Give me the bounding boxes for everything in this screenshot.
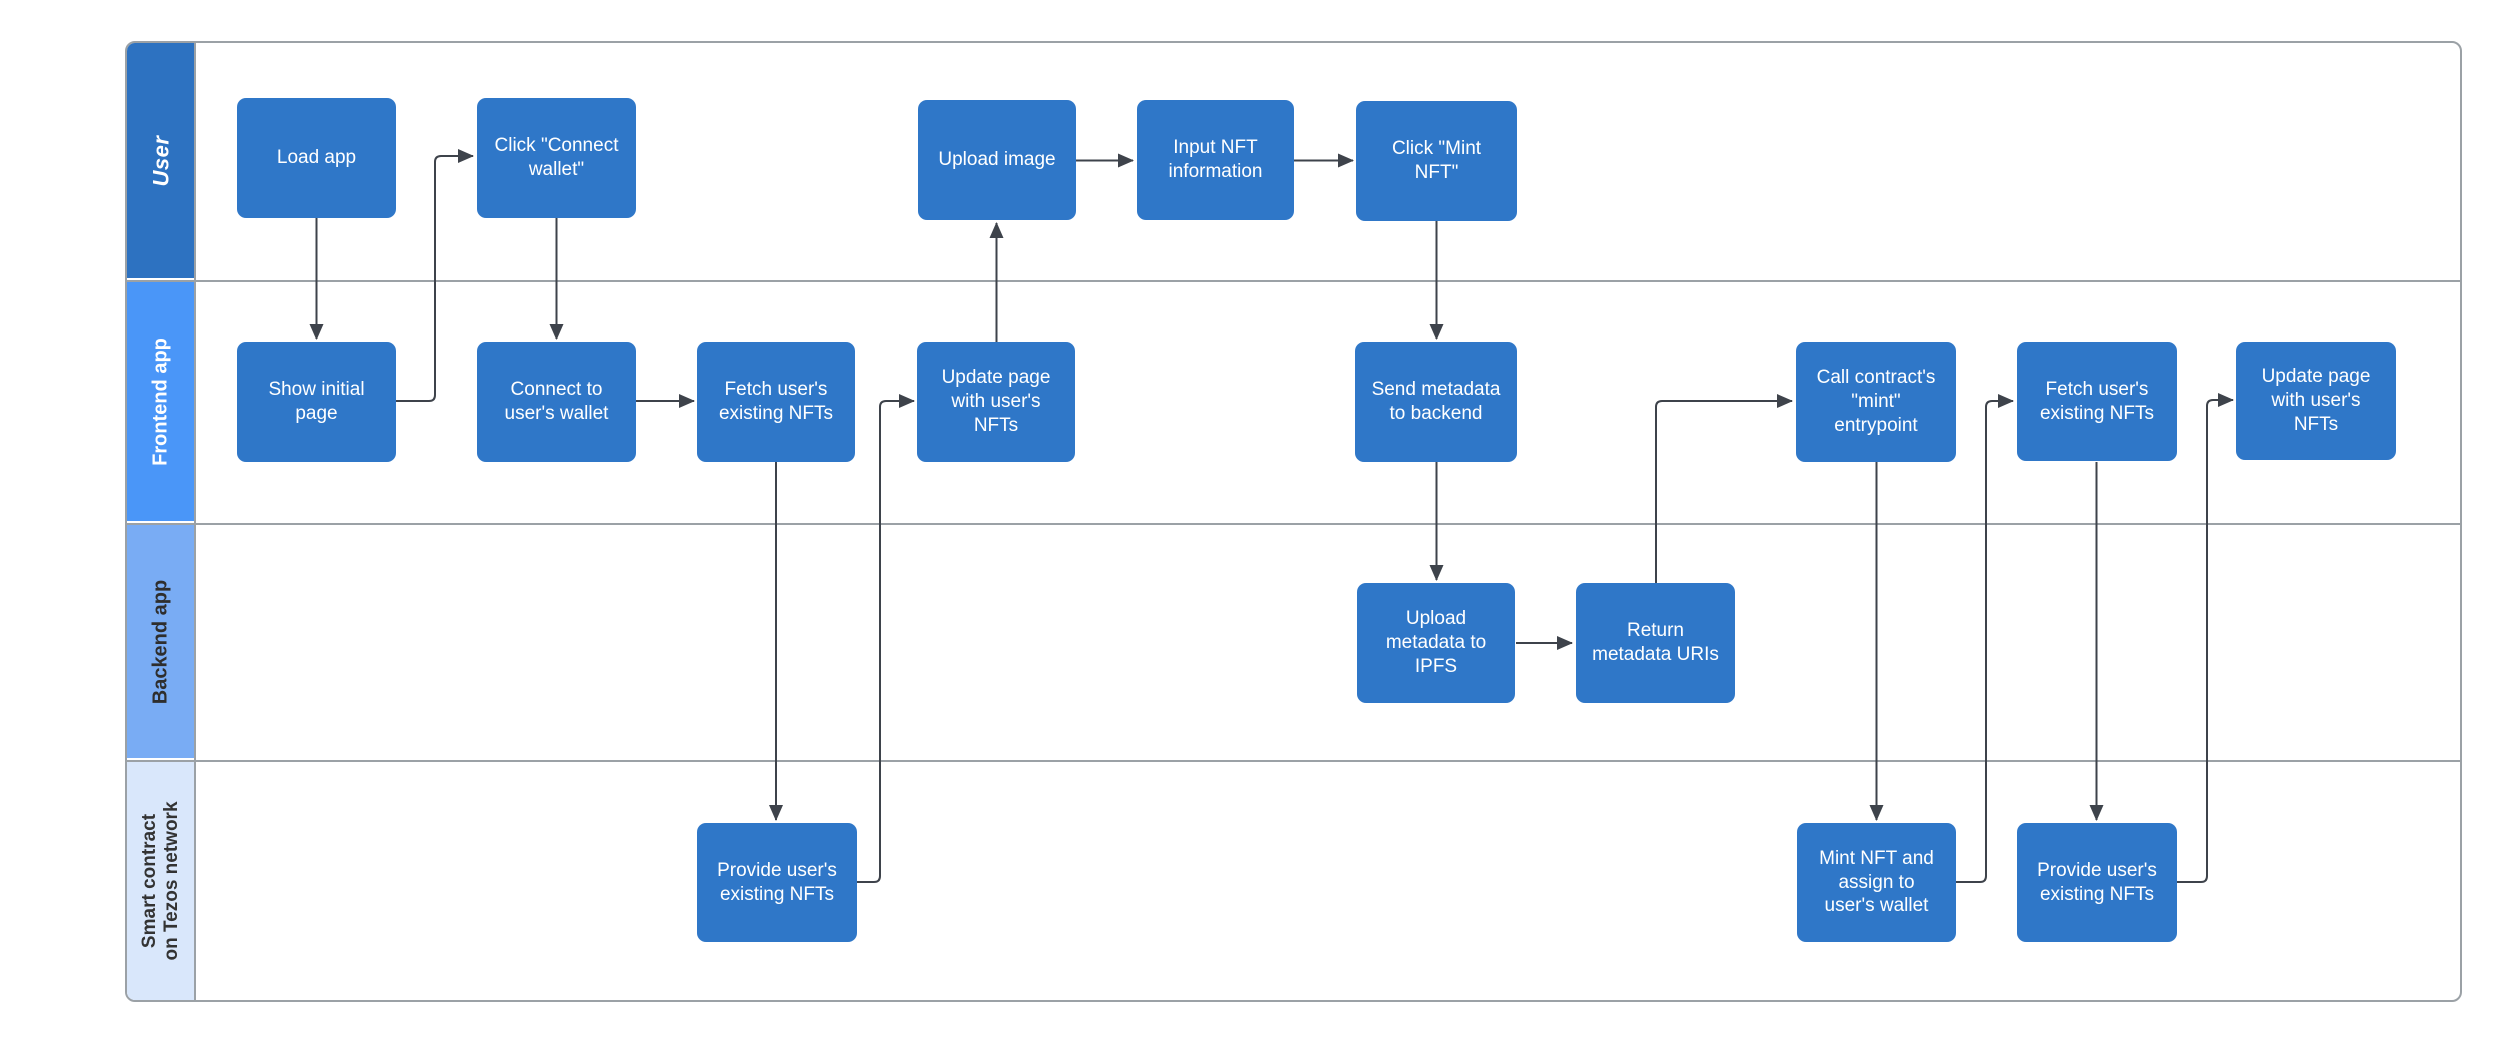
lane-header-user[interactable]: User — [127, 43, 194, 278]
node-show-initial-page[interactable]: Show initial page — [237, 342, 396, 462]
node-label: Upload metadata to IPFS — [1385, 608, 1487, 677]
node-load-app[interactable]: Load app — [237, 98, 396, 218]
connector-provide-nfts-to-update-page — [857, 394, 915, 883]
lane-divider-user-frontend — [125, 280, 2462, 282]
node-label: Send metadata to backend — [1371, 379, 1501, 424]
node-send-metadata-to-backend[interactable]: Send metadata to backend — [1355, 342, 1517, 462]
node-input-nft-information[interactable]: Input NFT information — [1137, 100, 1294, 220]
connector-provide-nfts-2-to-update-page-2 — [2176, 393, 2234, 883]
lane-divider-backend-smart — [125, 760, 2462, 762]
node-fetch-users-existing-nfts-1[interactable]: Fetch user's existing NFTs — [697, 342, 855, 462]
node-label: Click "Mint NFT" — [1391, 138, 1482, 183]
node-label: Fetch user's existing NFTs — [2039, 378, 2155, 424]
node-label: Return metadata URIs — [1592, 620, 1719, 665]
node-click-mint-nft[interactable]: Click "Mint NFT" — [1356, 101, 1517, 221]
node-label: Input NFT information — [1168, 137, 1263, 182]
node-provide-users-existing-nfts-2[interactable]: Provide user's existing NFTs — [2017, 823, 2177, 942]
node-label: Show initial page — [268, 379, 365, 424]
node-provide-users-existing-nfts-1[interactable]: Provide user's existing NFTs — [697, 823, 857, 942]
connector-mint-nft-to-fetch-nfts-2 — [1956, 394, 2014, 883]
node-label: Update page with user's NFTs — [941, 367, 1051, 436]
connector-return-uris-to-call-contract — [1655, 394, 1793, 583]
node-label: Fetch user's existing NFTs — [718, 379, 834, 424]
lane-header-backend-app[interactable]: Backend app — [127, 525, 194, 758]
node-label: Connect to user's wallet — [504, 379, 609, 424]
node-upload-image[interactable]: Upload image — [918, 100, 1076, 220]
node-label: Upload image — [938, 149, 1056, 171]
node-label: Provide user's existing NFTs — [2037, 859, 2157, 905]
swimlane-frame — [125, 41, 2462, 1002]
node-label: Provide user's existing NFTs — [717, 859, 837, 905]
node-label: Call contract's "mint" entrypoint — [1816, 367, 1936, 436]
lane-header-frontend-app[interactable]: Frontend app — [127, 282, 194, 521]
node-label: Update page with user's NFTs — [2261, 366, 2371, 435]
node-click-connect-wallet[interactable]: Click "Connect wallet" — [477, 98, 636, 218]
connector-show-initial-page-to-click-connect-wallet — [396, 149, 474, 402]
node-upload-metadata-to-ipfs[interactable]: Upload metadata to IPFS — [1357, 583, 1515, 703]
node-update-page-with-users-nfts-2[interactable]: Update page with user's NFTs — [2236, 342, 2396, 460]
lane-divider-frontend-backend — [125, 523, 2462, 525]
node-label: Load app — [276, 147, 357, 169]
node-call-contracts-mint-entrypoint[interactable]: Call contract's "mint" entrypoint — [1796, 342, 1956, 462]
node-connect-to-users-wallet[interactable]: Connect to user's wallet — [477, 342, 636, 462]
node-label: Mint NFT and assign to user's wallet — [1819, 847, 1934, 917]
node-return-metadata-uris[interactable]: Return metadata URIs — [1576, 583, 1735, 703]
node-update-page-with-users-nfts-1[interactable]: Update page with user's NFTs — [917, 342, 1075, 462]
node-label: Click "Connect wallet" — [494, 135, 619, 180]
lane-header-column-divider — [194, 41, 196, 1002]
node-mint-nft-and-assign[interactable]: Mint NFT and assign to user's wallet — [1797, 823, 1956, 942]
lane-header-smart-contract[interactable]: Smart contract on Tezos network — [127, 762, 194, 1000]
node-fetch-users-existing-nfts-2[interactable]: Fetch user's existing NFTs — [2017, 342, 2177, 461]
